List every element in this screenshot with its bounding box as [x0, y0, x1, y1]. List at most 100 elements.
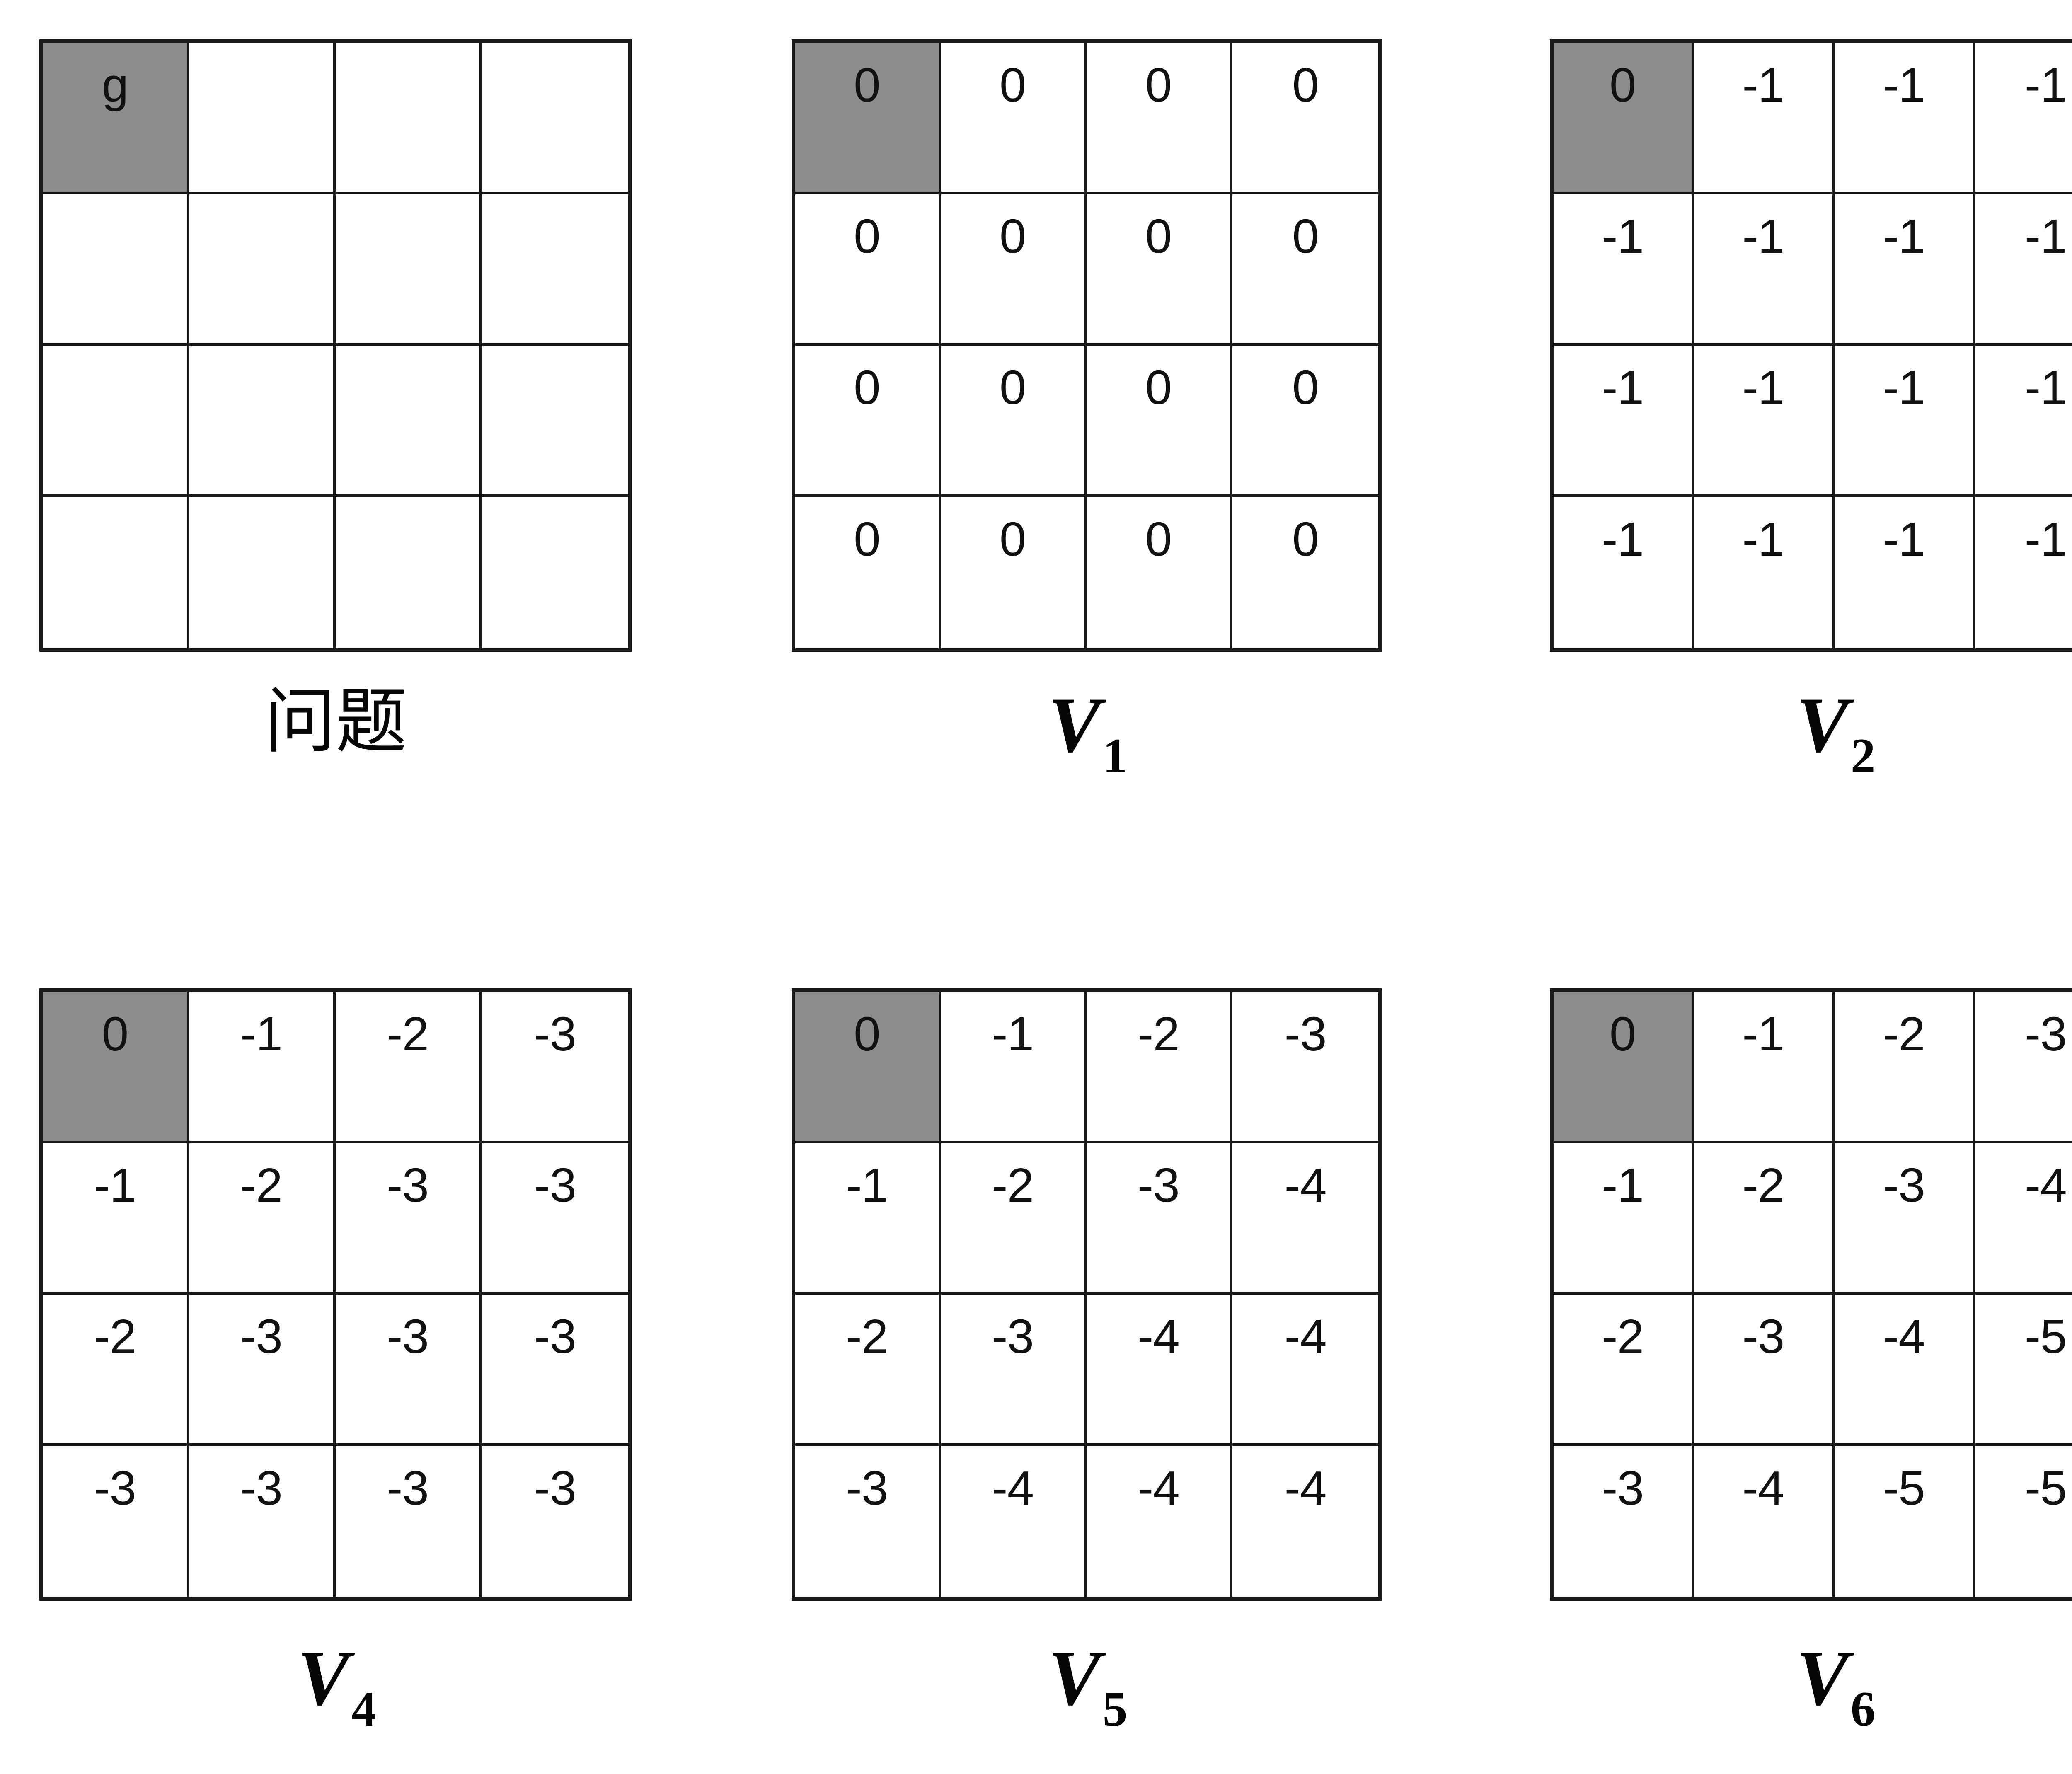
- grid-cell-start[interactable]: g: [43, 43, 189, 194]
- grid-cell[interactable]: -1: [1835, 43, 1975, 194]
- grid-cell[interactable]: -1: [1554, 497, 1694, 648]
- grid-cell[interactable]: -1: [1694, 346, 1835, 497]
- grid-cell[interactable]: -3: [1554, 1446, 1694, 1597]
- grid-cell[interactable]: -1: [1694, 194, 1835, 346]
- grid-cell[interactable]: -3: [43, 1446, 189, 1597]
- grid-cell[interactable]: -3: [336, 1143, 482, 1295]
- grid-cell[interactable]: -3: [482, 1295, 628, 1446]
- grid-cell[interactable]: [189, 497, 336, 648]
- grid-cell[interactable]: [482, 346, 628, 497]
- grid-cell[interactable]: [189, 43, 336, 194]
- grid-panel-v5: 0-1-2-3-1-2-3-4-2-3-4-4-3-4-4-4: [792, 988, 1382, 1601]
- grid-cell[interactable]: 0: [1087, 43, 1233, 194]
- grid-cell[interactable]: -4: [1694, 1446, 1835, 1597]
- grid-cell[interactable]: -3: [336, 1446, 482, 1597]
- grid-cell[interactable]: [482, 43, 628, 194]
- grid-cell[interactable]: -1: [1694, 43, 1835, 194]
- grid-cell[interactable]: [336, 346, 482, 497]
- grid-cell[interactable]: 0: [1232, 497, 1378, 648]
- grid-cell[interactable]: 0: [1087, 346, 1233, 497]
- grid-cell[interactable]: [336, 43, 482, 194]
- grid-cell-start[interactable]: 0: [43, 992, 189, 1143]
- grid-cell[interactable]: -4: [1232, 1446, 1378, 1597]
- grid-cell[interactable]: 0: [795, 194, 941, 346]
- grid-cell[interactable]: -3: [189, 1295, 336, 1446]
- grid-cell[interactable]: 0: [1232, 43, 1378, 194]
- grid-cell[interactable]: 0: [1087, 497, 1233, 648]
- grid-cell[interactable]: -3: [1087, 1143, 1233, 1295]
- grid-cell[interactable]: -4: [1232, 1143, 1378, 1295]
- grid-cell[interactable]: -1: [1554, 346, 1694, 497]
- grid-cell[interactable]: 0: [941, 497, 1087, 648]
- grid-cell[interactable]: -1: [189, 992, 336, 1143]
- grid-cell[interactable]: [336, 194, 482, 346]
- grid-cell[interactable]: 0: [941, 346, 1087, 497]
- grid-cell[interactable]: [43, 194, 189, 346]
- grid-cell[interactable]: 0: [795, 346, 941, 497]
- grid-cell-start[interactable]: 0: [795, 43, 941, 194]
- grid-cell[interactable]: -1: [43, 1143, 189, 1295]
- grid-cell[interactable]: -1: [1835, 497, 1975, 648]
- grid-cell[interactable]: -1: [1975, 43, 2072, 194]
- grid-cell[interactable]: -3: [336, 1295, 482, 1446]
- grid-cell[interactable]: -2: [189, 1143, 336, 1295]
- grid-cell[interactable]: 0: [795, 497, 941, 648]
- grid-cell[interactable]: -3: [1975, 992, 2072, 1143]
- grid-cell[interactable]: -4: [941, 1446, 1087, 1597]
- grid-cell[interactable]: -2: [1835, 992, 1975, 1143]
- grid-cell[interactable]: [43, 346, 189, 497]
- grid-cell[interactable]: -2: [1087, 992, 1233, 1143]
- grid-cell[interactable]: 0: [941, 43, 1087, 194]
- grid-cell[interactable]: -1: [1694, 497, 1835, 648]
- grid-cell[interactable]: -2: [941, 1143, 1087, 1295]
- grid-cell[interactable]: [482, 194, 628, 346]
- grid-cell[interactable]: -1: [1554, 1143, 1694, 1295]
- grid-cell[interactable]: [336, 497, 482, 648]
- grid-cell[interactable]: -4: [1232, 1295, 1378, 1446]
- grid-cell[interactable]: [43, 497, 189, 648]
- grid-cell-start[interactable]: 0: [1554, 992, 1694, 1143]
- grid-cell[interactable]: -1: [1835, 346, 1975, 497]
- cell-value: -1: [1602, 360, 1644, 414]
- grid-cell[interactable]: 0: [1232, 194, 1378, 346]
- grid-cell[interactable]: -3: [795, 1446, 941, 1597]
- grid-cell[interactable]: -5: [1975, 1446, 2072, 1597]
- grid-cell[interactable]: -1: [941, 992, 1087, 1143]
- caption-subscript: 1: [1102, 728, 1128, 783]
- grid-cell[interactable]: [189, 346, 336, 497]
- grid-cell[interactable]: -4: [1835, 1295, 1975, 1446]
- grid-cell[interactable]: -3: [482, 992, 628, 1143]
- grid-cell[interactable]: 0: [941, 194, 1087, 346]
- grid-cell[interactable]: [482, 497, 628, 648]
- grid-cell[interactable]: -1: [1975, 346, 2072, 497]
- grid-cell[interactable]: -3: [1694, 1295, 1835, 1446]
- grid-cell[interactable]: 0: [1232, 346, 1378, 497]
- grid-cell[interactable]: -2: [795, 1295, 941, 1446]
- grid-cell[interactable]: -3: [482, 1446, 628, 1597]
- grid-cell[interactable]: -3: [482, 1143, 628, 1295]
- grid-cell[interactable]: -3: [1835, 1143, 1975, 1295]
- grid-cell[interactable]: -5: [1975, 1295, 2072, 1446]
- grid-cell-start[interactable]: 0: [1554, 43, 1694, 194]
- grid-cell[interactable]: -1: [1554, 194, 1694, 346]
- grid-cell[interactable]: 0: [1087, 194, 1233, 346]
- grid-cell[interactable]: -3: [189, 1446, 336, 1597]
- grid-cell[interactable]: [189, 194, 336, 346]
- grid-cell[interactable]: -3: [1232, 992, 1378, 1143]
- grid-cell[interactable]: -2: [1554, 1295, 1694, 1446]
- grid-cell[interactable]: -1: [1975, 497, 2072, 648]
- grid-cell[interactable]: -1: [1975, 194, 2072, 346]
- grid-cell[interactable]: -1: [1835, 194, 1975, 346]
- grid-cell[interactable]: -3: [941, 1295, 1087, 1446]
- grid-cell[interactable]: -1: [1694, 992, 1835, 1143]
- grid-cell[interactable]: -5: [1835, 1446, 1975, 1597]
- grid-cell[interactable]: -4: [1087, 1446, 1233, 1597]
- grid-cell-start[interactable]: 0: [795, 992, 941, 1143]
- cell-value: -3: [992, 1309, 1034, 1363]
- grid-cell[interactable]: -2: [336, 992, 482, 1143]
- grid-cell[interactable]: -1: [795, 1143, 941, 1295]
- grid-cell[interactable]: -4: [1087, 1295, 1233, 1446]
- grid-cell[interactable]: -2: [43, 1295, 189, 1446]
- grid-cell[interactable]: -2: [1694, 1143, 1835, 1295]
- grid-cell[interactable]: -4: [1975, 1143, 2072, 1295]
